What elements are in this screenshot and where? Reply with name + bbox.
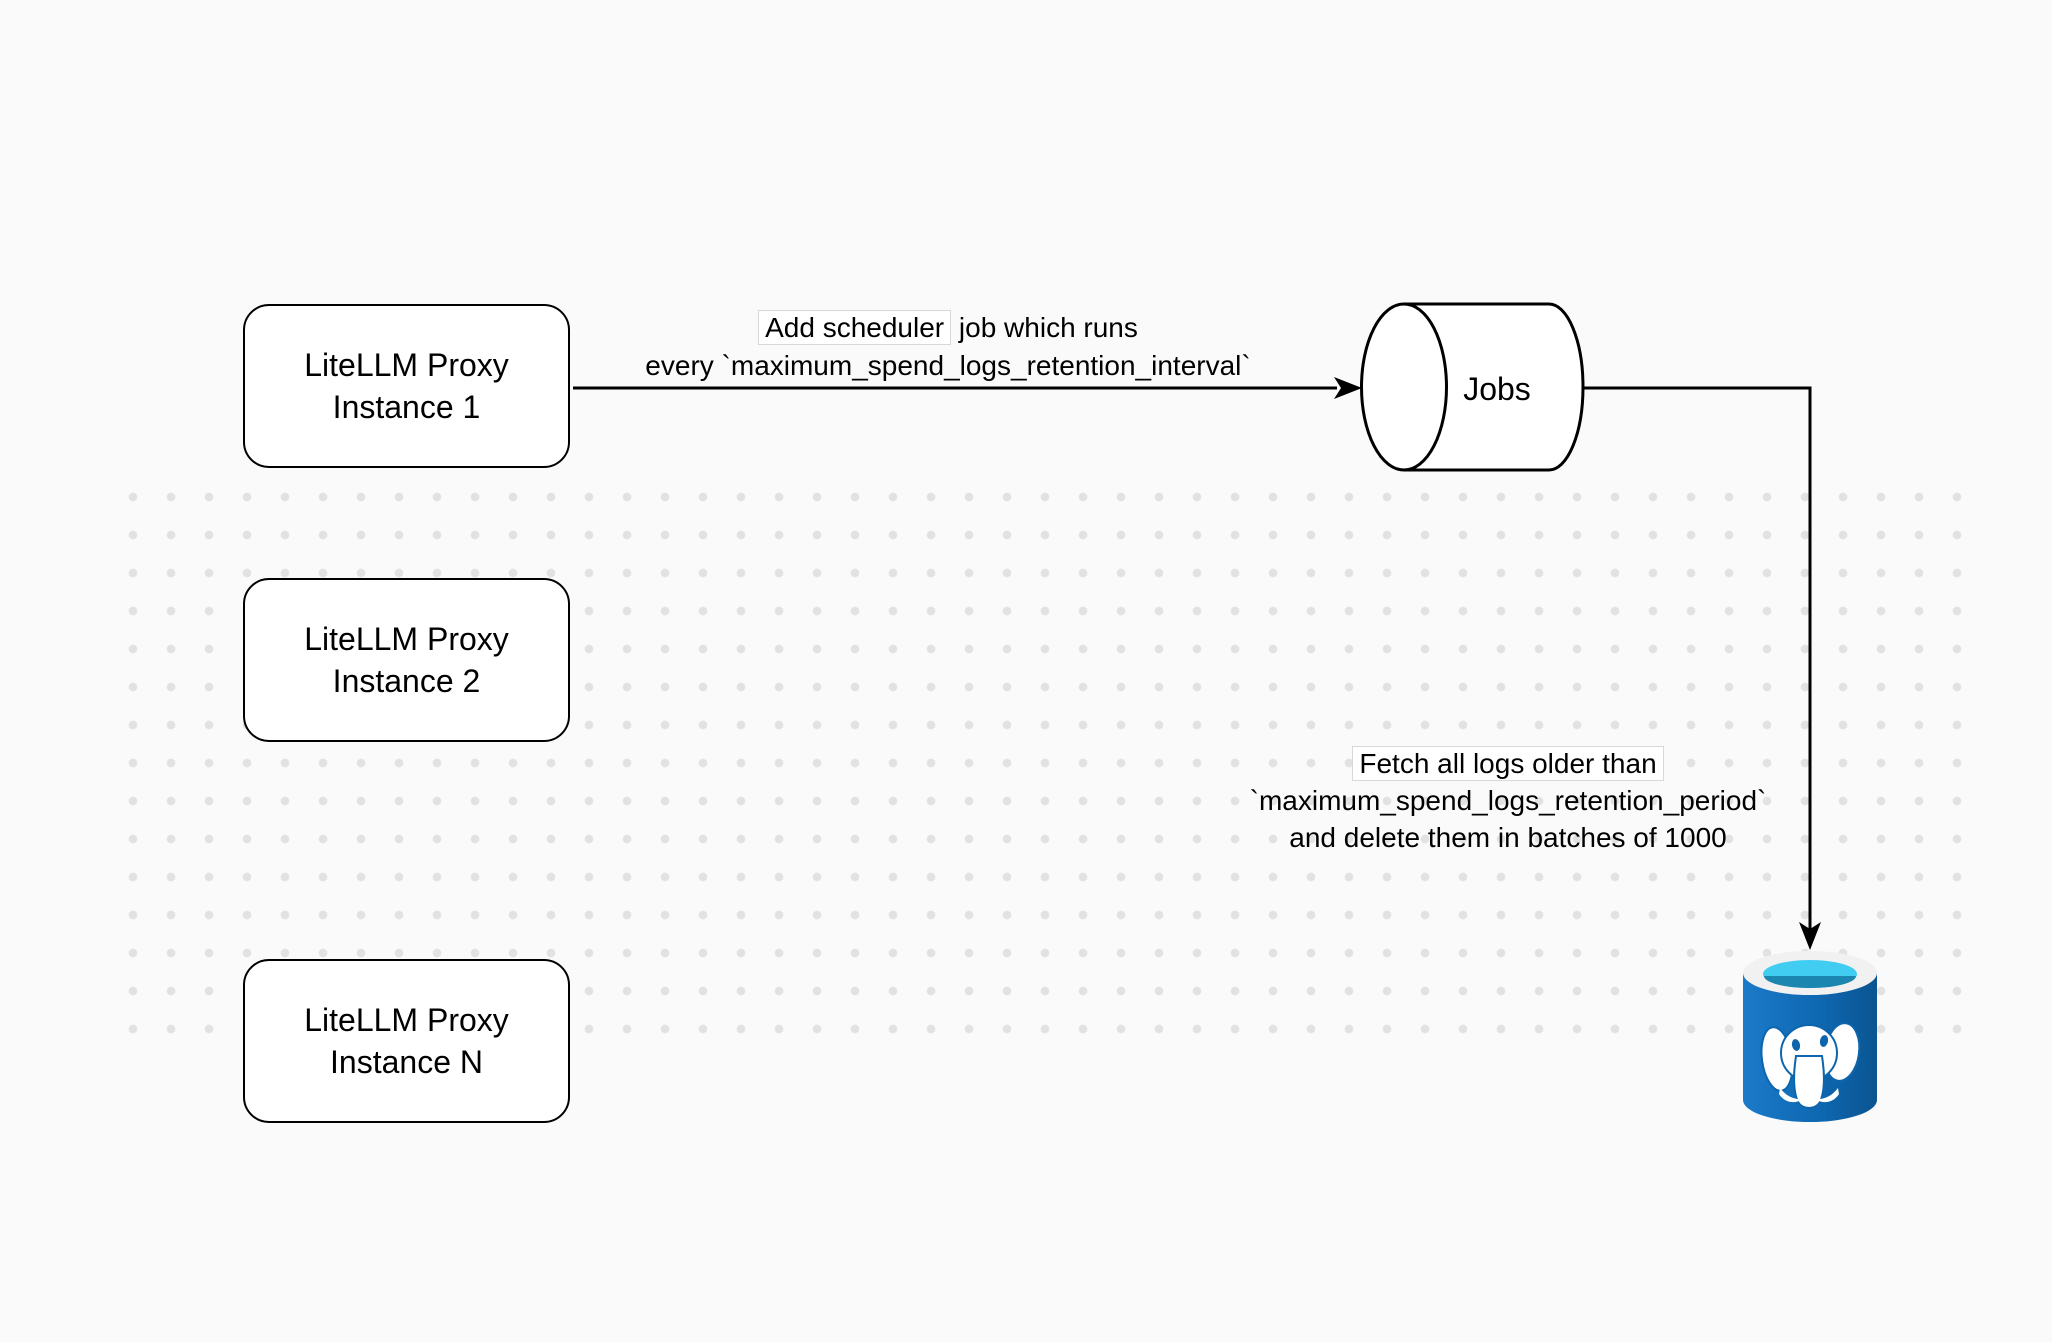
cylinder-cap-icon <box>1360 302 1448 472</box>
node-label-line: Instance 1 <box>332 389 481 425</box>
edge-label-text: job which runs <box>951 312 1138 343</box>
edge-label-line: Fetch all logs older than <box>1158 745 1858 782</box>
postgresql-database-icon[interactable] <box>1743 951 1877 1122</box>
node-jobs-cylinder[interactable] <box>1360 302 1585 472</box>
node-label-line: LiteLLM Proxy <box>304 621 509 657</box>
edge-scheduler-arrow[interactable] <box>573 377 1362 399</box>
edge-label-line: and delete them in batches of 1000 <box>1289 822 1727 853</box>
edge-label-boxed-text: Add scheduler <box>758 310 952 345</box>
node-label-line: LiteLLM Proxy <box>304 1002 509 1038</box>
node-litellm-proxy-instance-2[interactable]: LiteLLM Proxy Instance 2 <box>243 578 570 742</box>
grid-dots <box>114 478 1978 1048</box>
node-label-line: LiteLLM Proxy <box>304 347 509 383</box>
node-label-line: Instance 2 <box>332 663 481 699</box>
edge-label-line: Add scheduler job which runs <box>598 309 1298 347</box>
node-litellm-proxy-instance-n[interactable]: LiteLLM Proxy Instance N <box>243 959 570 1123</box>
node-label-line: Instance N <box>330 1044 483 1080</box>
edge-label-fetch[interactable]: Fetch all logs older than `maximum_spend… <box>1158 745 1858 856</box>
edge-label-line: `maximum_spend_logs_retention_period` <box>1249 785 1767 816</box>
postgres-elephant-icon <box>1760 1022 1861 1109</box>
edge-label-line: every `maximum_spend_logs_retention_inte… <box>645 350 1251 381</box>
edge-label-scheduler[interactable]: Add scheduler job which runs every `maxi… <box>598 309 1298 385</box>
arrowhead-right-icon <box>1334 377 1362 399</box>
node-litellm-proxy-instance-1[interactable]: LiteLLM Proxy Instance 1 <box>243 304 570 468</box>
edge-label-boxed-text: Fetch all logs older than <box>1352 746 1664 781</box>
arrowhead-down-icon <box>1799 922 1821 950</box>
node-jobs-label[interactable]: Jobs <box>1463 371 1531 407</box>
edge-fetch-arrow[interactable] <box>1583 386 1821 950</box>
